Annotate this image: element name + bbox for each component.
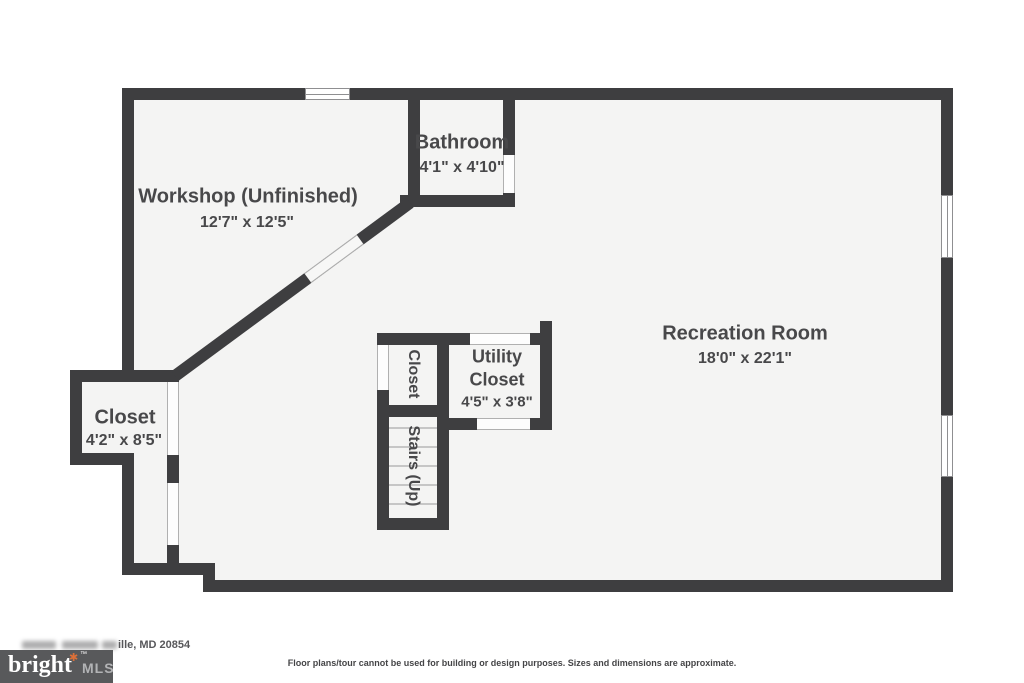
room-label-closet: Closet (94, 406, 156, 429)
window-symbol-top (305, 88, 350, 100)
room-dims-closet: 4'2" x 8'5" (85, 432, 163, 449)
wall-segment-bottom (203, 580, 953, 592)
room-label-recreation: Recreation Room (662, 322, 828, 345)
window-symbol-right-lower (941, 415, 953, 477)
wall-closet-right-c (167, 545, 179, 575)
window-pane-line (947, 416, 948, 476)
window-pane-line (947, 196, 948, 257)
room-label-workshop: Workshop (Unfinished) (138, 185, 358, 208)
stair-tread-line (389, 503, 437, 505)
wall-central-top-a (377, 333, 470, 345)
wall-bathroom-right-a (503, 100, 515, 155)
room-dims-recreation: 18'0" x 22'1" (698, 350, 792, 367)
room-dims-bathroom: 4'1" x 4'10" (419, 159, 505, 176)
wall-segment-left-upper (122, 88, 134, 382)
stair-tread-line (389, 465, 437, 467)
room-label-utility-line2: Closet (469, 369, 525, 390)
door-opening-small-closet (377, 345, 389, 390)
door-opening-utility-bottom (477, 418, 530, 430)
wall-utility-bottom-b (530, 418, 552, 430)
stair-tread-line (389, 446, 437, 448)
address-redacted-blur (62, 641, 98, 649)
address-text: ille, MD 20854 (118, 639, 191, 651)
wall-segment-right (941, 88, 953, 592)
wall-stairs-right (437, 405, 449, 530)
bright-mls-logo: bright ✱ ™ MLS (0, 650, 115, 683)
door-opening-utility-top (470, 333, 530, 345)
room-label-bathroom: Bathroom (414, 131, 510, 154)
wall-bathroom-bottom (400, 195, 515, 207)
wall-closet-right-b (167, 455, 179, 483)
wall-closet-bottom (70, 453, 134, 465)
wall-closet-left (70, 370, 82, 465)
wall-smallcloset-left-a (377, 333, 389, 345)
window-symbol-right-upper (941, 195, 953, 258)
stair-tread-line (389, 484, 437, 486)
room-label-stairs: Stairs (Up) (405, 425, 422, 507)
wall-closet-top (70, 370, 179, 382)
wall-stairs-bottom (377, 518, 449, 530)
wall-bathroom-left (408, 100, 420, 207)
room-dims-workshop: 12'7" x 12'5" (200, 214, 294, 231)
wall-stairs-left (377, 405, 389, 530)
room-label-small-closet: Closet (405, 349, 422, 399)
wall-utility-right (540, 321, 552, 430)
door-opening-bathroom (503, 155, 515, 193)
disclaimer-text: Floor plans/tour cannot be used for buil… (287, 658, 737, 668)
room-dims-utility: 4'5" x 3'8" (461, 393, 533, 411)
logo-brand-text: bright (8, 652, 73, 678)
address-redacted-blur (22, 641, 56, 649)
wall-segment-top (122, 88, 953, 100)
wall-closet-stairs-divider (377, 405, 449, 417)
door-opening-hall (167, 483, 179, 545)
door-opening-closet (167, 382, 179, 455)
room-label-utility-line1: Utility (471, 346, 523, 367)
wall-utility-bottom-a (437, 418, 477, 430)
address-redacted-blur (102, 641, 117, 649)
logo-suffix-text: MLS (82, 660, 115, 676)
logo-star-icon: ✱ (69, 652, 79, 664)
window-pane-line (306, 94, 349, 95)
floor-area (122, 88, 953, 575)
wall-segment-left-lower (122, 453, 134, 575)
logo-trademark: ™ (80, 651, 87, 658)
stair-tread-line (389, 427, 437, 429)
